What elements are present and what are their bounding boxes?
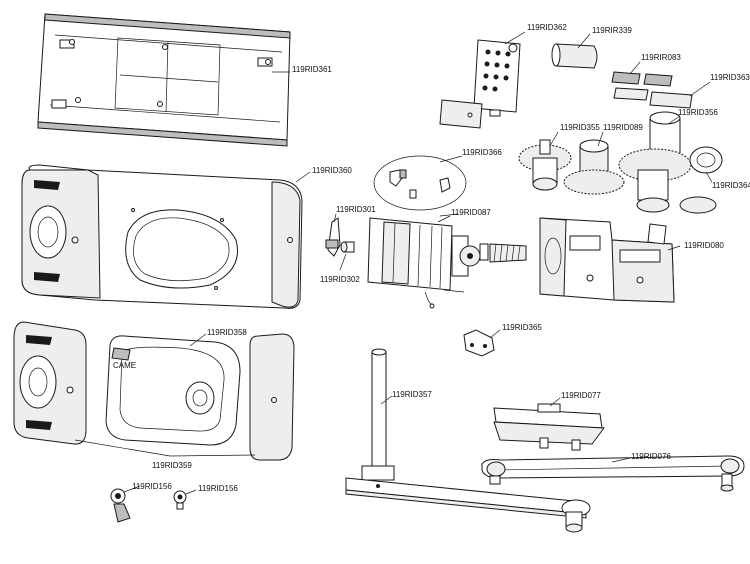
label-119rid076: 119RID076: [631, 452, 671, 461]
label-119rir339: 119RIR339: [592, 26, 632, 35]
part-release-bracket: [463, 329, 495, 357]
part-connecting-arm: [481, 455, 745, 492]
part-release-key-1: [110, 488, 131, 523]
part-right-end-cap: [249, 333, 295, 461]
part-release-key-2: [173, 490, 187, 510]
part-small-fittings-group: [373, 155, 467, 211]
part-main-cover: [21, 164, 303, 309]
part-capacitor: [551, 43, 598, 69]
label-119rid089: 119RID089: [603, 123, 643, 132]
panel-logo-text: CAME: [113, 361, 136, 370]
label-119rid302: 119RID302: [320, 275, 360, 284]
part-limit-switch-cam: [325, 217, 341, 257]
part-inspection-panel: CAME: [105, 335, 241, 446]
label-119rid366: 119RID366: [462, 148, 502, 157]
label-119rid080: 119RID080: [684, 241, 724, 250]
label-119rid301: 119RID301: [336, 205, 376, 214]
label-119rid364: 119RID364: [712, 181, 750, 190]
part-fuse-holders: [611, 71, 693, 109]
label-119rid365: 119RID365: [502, 323, 542, 332]
leader-lines: [74, 31, 713, 495]
part-gearbox-housing: [539, 217, 675, 303]
part-labels: 119RID361 119RID362 119RIR339 119RIR083 …: [132, 23, 750, 493]
label-119rid077: 119RID077: [561, 391, 601, 400]
part-slide-bracket: [493, 403, 605, 451]
label-119rid359: 119RID359: [152, 461, 192, 470]
label-119rid357: 119RID357: [392, 390, 432, 399]
label-119rid356: 119RID356: [678, 108, 718, 117]
label-119rid363: 119RID363: [710, 73, 750, 82]
part-worm-screw: [479, 243, 527, 263]
label-119rid362: 119RID362: [527, 23, 567, 32]
label-119rid156-first: 119RID156: [132, 482, 172, 491]
label-119rid360: 119RID360: [312, 166, 352, 175]
part-gear-1: [518, 139, 572, 191]
label-119rid156-second: 119RID156: [198, 484, 238, 493]
terminal-screws: [482, 49, 511, 92]
label-119rid358: 119RID358: [207, 328, 247, 337]
part-gear-2: [563, 139, 625, 195]
label-119rir083: 119RIR083: [641, 53, 681, 62]
part-drive-arm: [345, 348, 591, 533]
part-output-shaft-gear: [618, 111, 692, 213]
part-motor: [367, 213, 481, 309]
label-119rid087: 119RID087: [451, 208, 491, 217]
part-terminal-board: [439, 39, 521, 129]
part-left-end-cap: [13, 321, 87, 445]
part-mounting-plate: [37, 13, 291, 147]
label-119rid361: 119RID361: [292, 65, 332, 74]
label-119rid355: 119RID355: [560, 123, 600, 132]
part-limit-switch-pin: [340, 241, 355, 253]
part-bearing-ring: [679, 146, 723, 214]
